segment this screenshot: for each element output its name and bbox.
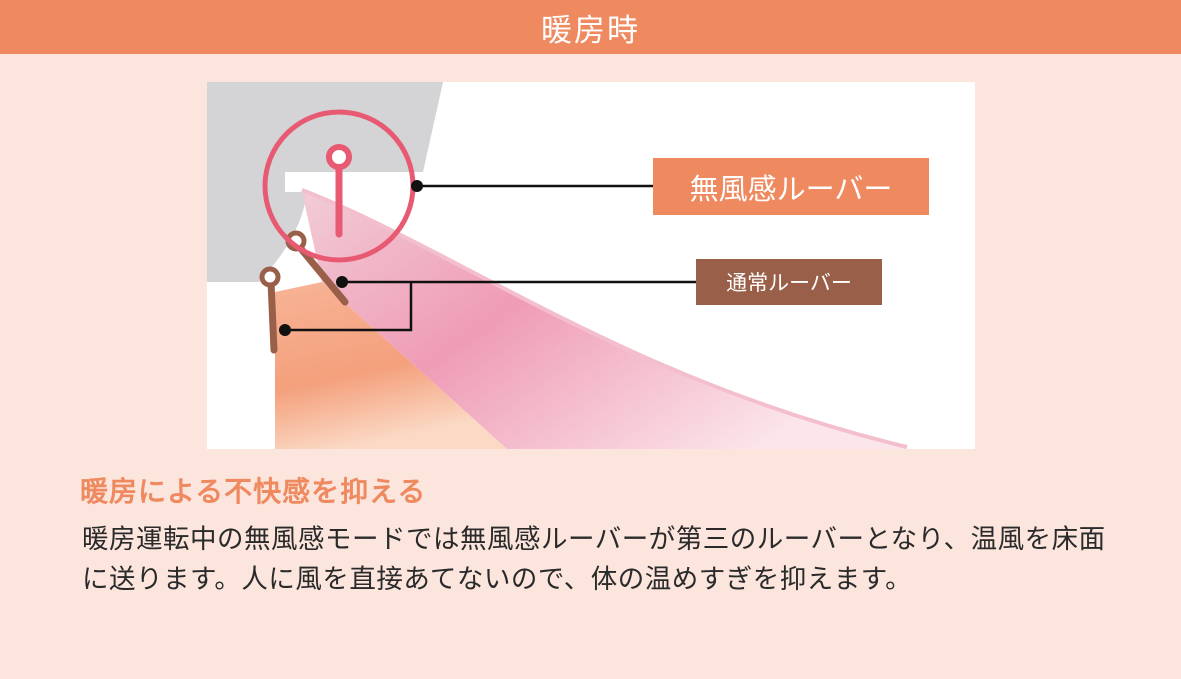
- mufuukan-louver-label-text: 無風感ルーバー: [689, 171, 893, 206]
- normal-louver-label-text: 通常ルーバー: [726, 271, 852, 295]
- pink-airflow-edge: [301, 188, 908, 449]
- header-title: 暖房時: [541, 12, 640, 49]
- mufuukan-leader-dot: [411, 180, 423, 192]
- louver-diagram: 無風感ルーバー 通常ルーバー: [207, 82, 975, 449]
- normal-leader-dot-upper: [336, 276, 348, 288]
- mufuukan-louver-pivot: [326, 144, 352, 170]
- warm-airflow: [275, 282, 507, 449]
- section-heading: 暖房による不快感を抑える: [80, 475, 427, 508]
- normal-louver-label: 通常ルーバー: [696, 259, 882, 305]
- normal-louver-vertical: [267, 278, 278, 354]
- normal-leader-dot-lower: [279, 324, 291, 336]
- section-description: 暖房運転中の無風感モードでは無風感ルーバーが第三のルーバーとなり、温風を床面に送…: [82, 524, 1106, 595]
- pink-airflow: [302, 192, 907, 449]
- header-bar: 暖房時: [0, 0, 1181, 54]
- louver-diagram-svg: [207, 82, 908, 449]
- mufuukan-louver-label: 無風感ルーバー: [653, 158, 929, 215]
- normal-leader-branch: [285, 282, 413, 332]
- normal-louver-vertical-pivot: [259, 266, 281, 288]
- aircon-body: [207, 82, 443, 282]
